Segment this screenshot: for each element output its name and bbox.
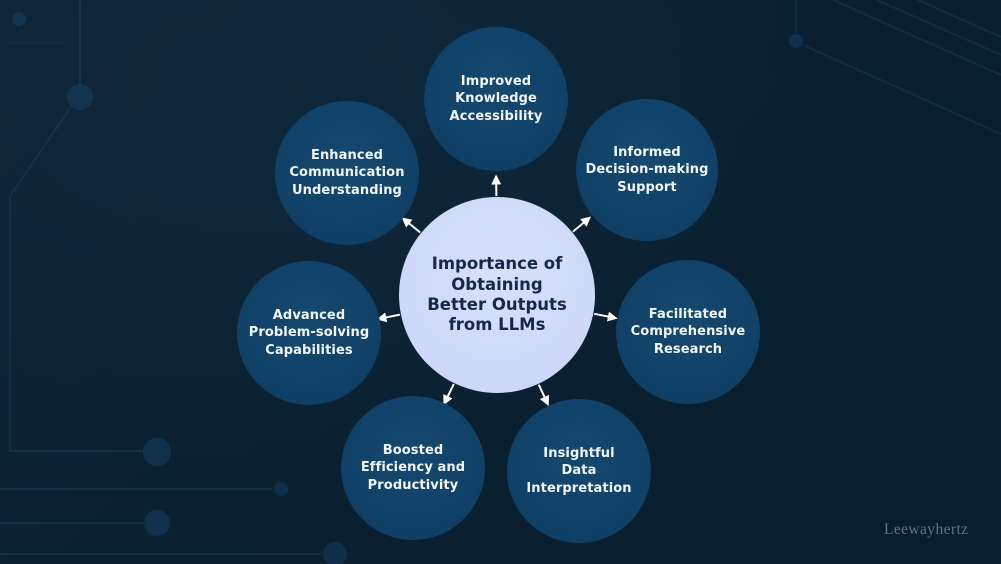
arrow-right — [594, 311, 618, 322]
arrow-bottom-right — [537, 384, 550, 407]
arrow-top-right — [572, 216, 592, 233]
node-insightful-data-interpretation: Insightful Data Interpretation — [507, 399, 651, 543]
node-facilitated-comprehensive-research: Facilitated Comprehensive Research — [616, 260, 760, 404]
node-label: Enhanced Communication Understanding — [289, 148, 405, 198]
node-advanced-problem-solving-capabilities: Advanced Problem-solving Capabilities — [237, 261, 381, 405]
node-label: Facilitated Comprehensive Research — [630, 307, 746, 357]
arrow-bottom-left — [443, 383, 455, 406]
node-enhanced-communication-understanding: Enhanced Communication Understanding — [275, 101, 419, 245]
center-node-label: Importance of Obtaining Better Outputs f… — [427, 254, 567, 335]
node-improved-knowledge-accessibility: Improved Knowledge Accessibility — [424, 27, 568, 171]
node-label: Advanced Problem-solving Capabilities — [248, 308, 370, 358]
node-label: Improved Knowledge Accessibility — [449, 74, 543, 124]
arrow-top-left — [401, 217, 421, 234]
arrow-left — [376, 312, 401, 323]
node-boosted-efficiency-productivity: Boosted Efficiency and Productivity — [341, 396, 485, 540]
node-informed-decision-making-support: Informed Decision-making Support — [576, 99, 718, 241]
brand-watermark: Leewayhertz — [884, 521, 969, 538]
node-label: Informed Decision-making Support — [585, 145, 709, 195]
node-label: Boosted Efficiency and Productivity — [360, 443, 466, 493]
center-node: Importance of Obtaining Better Outputs f… — [399, 197, 595, 393]
node-label: Insightful Data Interpretation — [526, 446, 632, 496]
